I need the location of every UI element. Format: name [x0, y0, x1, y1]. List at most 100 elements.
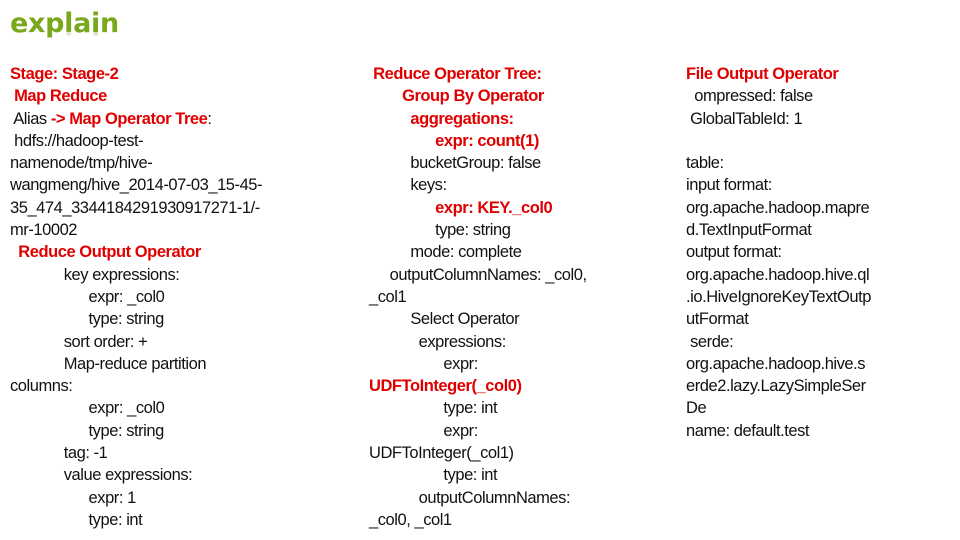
plan-line: org.apache.hadoop.hive.ql: [686, 264, 926, 286]
plan-line: expr:: [369, 420, 649, 442]
plan-line: value expressions:: [10, 464, 330, 486]
plan-text: expr: _col0: [10, 399, 165, 418]
plan-line: type: string: [369, 219, 649, 241]
plan-line: name: default.test: [686, 420, 926, 442]
plan-line: tag: -1: [10, 442, 330, 464]
plan-text: serde:: [686, 332, 734, 351]
plan-line: UDFToInteger(_col0): [369, 375, 649, 397]
plan-line: utFormat: [686, 308, 926, 330]
slide-title-reflection: explain: [10, 31, 119, 41]
plan-line: type: int: [10, 509, 330, 531]
plan-line: .io.HiveIgnoreKeyTextOutp: [686, 286, 926, 308]
plan-text: input format:: [686, 176, 772, 195]
highlighted-plan-text: Stage: Stage-2: [10, 65, 119, 83]
plan-line: De: [686, 397, 926, 419]
plan-line: expr: count(1): [369, 130, 649, 152]
plan-text: expr: 1: [10, 488, 137, 507]
highlighted-plan-text: Group By Operator: [369, 87, 544, 106]
plan-text: expr:: [369, 354, 478, 373]
plan-line: Reduce Operator Tree:: [369, 63, 649, 85]
plan-line: columns:: [10, 375, 330, 397]
plan-text: type: int: [10, 510, 143, 529]
plan-line: org.apache.hadoop.hive.s: [686, 353, 926, 375]
plan-text: Select Operator: [369, 310, 520, 329]
plan-line: erde2.lazy.LazySimpleSer: [686, 375, 926, 397]
plan-line: table:: [686, 152, 926, 174]
plan-line: Stage: Stage-2: [10, 63, 330, 85]
plan-line: expr: _col0: [10, 286, 330, 308]
highlighted-plan-text: aggregations:: [369, 109, 514, 128]
plan-line: UDFToInteger(_col1): [369, 442, 649, 464]
plan-line: output format:: [686, 241, 926, 263]
plan-text: ompressed: false: [686, 87, 813, 106]
plan-text: tag: -1: [10, 444, 108, 463]
left-column-stage-map-reduce: Stage: Stage-2 Map Reduce Alias -> Map O…: [10, 63, 330, 531]
plan-line: outputColumnNames: _col0,: [369, 264, 649, 286]
plan-line: wangmeng/hive_2014-07-03_15-45-: [10, 174, 330, 196]
plan-line: Map-reduce partition: [10, 353, 330, 375]
plan-line: type: string: [10, 308, 330, 330]
plan-line: File Output Operator: [686, 63, 926, 85]
plan-line: Map Reduce: [10, 85, 330, 107]
plan-text: [369, 199, 435, 217]
plan-text: :: [207, 109, 212, 128]
plan-line: bucketGroup: false: [369, 152, 649, 174]
plan-line: _col0, _col1: [369, 509, 649, 531]
highlighted-plan-text: Reduce Output Operator: [10, 243, 201, 262]
plan-line: ompressed: false: [686, 85, 926, 107]
plan-line: hdfs://hadoop-test-: [10, 130, 330, 152]
plan-text: De: [686, 399, 707, 418]
plan-text: utFormat: [686, 310, 749, 329]
plan-text: org.apache.hadoop.mapre: [686, 198, 870, 217]
plan-text: _col1: [369, 287, 407, 306]
plan-line: key expressions:: [10, 264, 330, 286]
highlighted-plan-text: expr: KEY._col0: [435, 198, 553, 217]
plan-text: .io.HiveIgnoreKeyTextOutp: [686, 287, 872, 306]
plan-text: hdfs://hadoop-test-: [10, 131, 144, 150]
plan-line: type: string: [10, 420, 330, 442]
plan-text: name: default.test: [686, 421, 810, 440]
plan-line: keys:: [369, 174, 649, 196]
plan-text: type: int: [369, 399, 498, 418]
plan-text: namenode/tmp/hive-: [10, 154, 153, 173]
plan-line: aggregations:: [369, 108, 649, 130]
highlighted-plan-text: File Output Operator: [686, 65, 839, 83]
plan-text: type: string: [10, 421, 165, 440]
plan-text: Alias: [10, 109, 51, 128]
plan-text: output format:: [686, 243, 782, 262]
plan-line: type: int: [369, 397, 649, 419]
plan-text: expressions:: [369, 332, 507, 351]
plan-text: wangmeng/hive_2014-07-03_15-45-: [10, 176, 263, 195]
plan-line: mr-10002: [10, 219, 330, 241]
plan-text: bucketGroup: false: [369, 154, 541, 173]
plan-line: d.TextInputFormat: [686, 219, 926, 241]
plan-line: expr: _col0: [10, 397, 330, 419]
plan-text: value expressions:: [10, 466, 193, 485]
plan-line: GlobalTableId: 1: [686, 108, 926, 130]
plan-text: expr:: [369, 421, 478, 440]
plan-text: table:: [686, 154, 724, 173]
highlighted-plan-text: UDFToInteger(_col0): [369, 377, 522, 396]
plan-text: GlobalTableId: 1: [686, 109, 803, 128]
plan-line: Reduce Output Operator: [10, 241, 330, 263]
plan-line: expr:: [369, 353, 649, 375]
plan-text: mode: complete: [369, 243, 522, 262]
plan-text: org.apache.hadoop.hive.ql: [686, 265, 870, 284]
middle-column-reduce-operator-tree: Reduce Operator Tree: Group By Operator …: [369, 63, 649, 531]
plan-line: expr: 1: [10, 487, 330, 509]
highlighted-plan-text: -> Map Operator Tree: [50, 109, 208, 128]
plan-text: UDFToInteger(_col1): [369, 444, 514, 463]
plan-text: mr-10002: [10, 221, 78, 240]
plan-line: expressions:: [369, 331, 649, 353]
plan-text: keys:: [369, 176, 447, 195]
plan-line: serde:: [686, 331, 926, 353]
plan-text: key expressions:: [10, 265, 180, 284]
plan-line: 35_474_3344184291930917271-1/-: [10, 197, 330, 219]
plan-text: [369, 132, 435, 150]
plan-line: org.apache.hadoop.mapre: [686, 197, 926, 219]
plan-text: columns:: [10, 377, 73, 396]
slide-title: explain: [10, 8, 119, 39]
plan-text: type: int: [369, 466, 498, 485]
plan-line: expr: KEY._col0: [369, 197, 649, 219]
plan-text: org.apache.hadoop.hive.s: [686, 354, 866, 373]
